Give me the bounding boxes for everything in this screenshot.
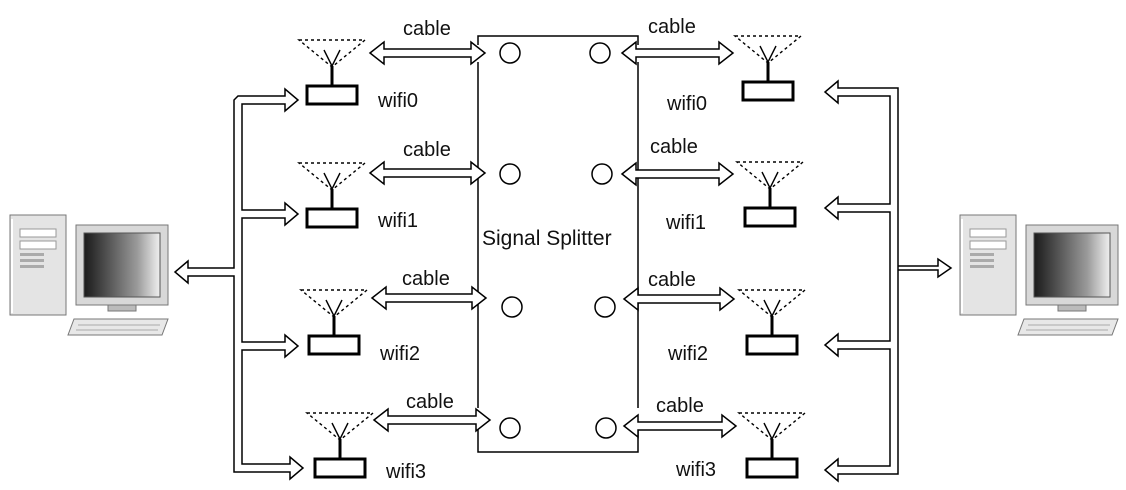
cable-arrows bbox=[368, 40, 738, 439]
signal-splitter-box bbox=[477, 35, 639, 453]
computer-icon bbox=[959, 214, 1119, 336]
port-right-3 bbox=[595, 417, 617, 439]
left-bus bbox=[173, 87, 305, 481]
cable-label: cable bbox=[406, 391, 454, 413]
port-right-1 bbox=[591, 163, 613, 185]
cable-label: cable bbox=[648, 16, 696, 38]
keyboard bbox=[67, 318, 169, 336]
cable-arrow-left-0 bbox=[368, 40, 487, 66]
signal-splitter-label: Signal Splitter bbox=[482, 227, 612, 250]
antenna-icon bbox=[299, 289, 369, 356]
cable-label: cable bbox=[402, 268, 450, 290]
cable-arrow-left-2 bbox=[370, 285, 488, 311]
cable-arrow-left-3 bbox=[372, 407, 492, 433]
antenna-icon bbox=[297, 162, 367, 229]
wifi-label-left-2: wifi2 bbox=[380, 343, 421, 365]
cable-label: cable bbox=[403, 18, 451, 40]
antenna-icon bbox=[297, 39, 367, 106]
port-left-3 bbox=[499, 417, 521, 439]
antenna-icon bbox=[737, 289, 807, 356]
wifi-label-right-0: wifi0 bbox=[667, 93, 708, 115]
cable-label: cable bbox=[650, 136, 698, 158]
cable-arrow-right-3 bbox=[622, 413, 738, 439]
wifi-label-left-0: wifi0 bbox=[378, 90, 419, 112]
antenna-icon bbox=[733, 35, 803, 102]
right-bus bbox=[823, 79, 953, 483]
splitter-ports bbox=[499, 42, 617, 439]
cable-arrow-right-2 bbox=[622, 286, 736, 312]
cable-label: cable bbox=[656, 395, 704, 417]
antenna-icon bbox=[737, 412, 807, 479]
antenna-icon bbox=[305, 412, 375, 479]
wifi-label-right-3: wifi3 bbox=[676, 459, 717, 481]
wifi-label-right-1: wifi1 bbox=[666, 212, 707, 234]
port-right-0 bbox=[589, 42, 611, 64]
computer-icon bbox=[9, 214, 169, 336]
cable-arrow-right-0 bbox=[620, 40, 735, 66]
cable-label: cable bbox=[648, 269, 696, 291]
port-left-0 bbox=[499, 42, 521, 64]
cable-arrow-right-1 bbox=[620, 161, 735, 187]
right-antennas bbox=[733, 35, 807, 479]
left-antennas bbox=[297, 39, 375, 479]
keyboard bbox=[1017, 318, 1119, 336]
antenna-icon bbox=[735, 161, 805, 228]
port-left-1 bbox=[499, 163, 521, 185]
cable-label: cable bbox=[403, 139, 451, 161]
wifi-label-right-2: wifi2 bbox=[668, 343, 709, 365]
port-right-2 bbox=[594, 296, 616, 318]
port-left-2 bbox=[501, 296, 523, 318]
wifi-label-left-1: wifi1 bbox=[378, 210, 419, 232]
cable-arrow-left-1 bbox=[368, 160, 487, 186]
wifi-label-left-3: wifi3 bbox=[386, 461, 427, 483]
